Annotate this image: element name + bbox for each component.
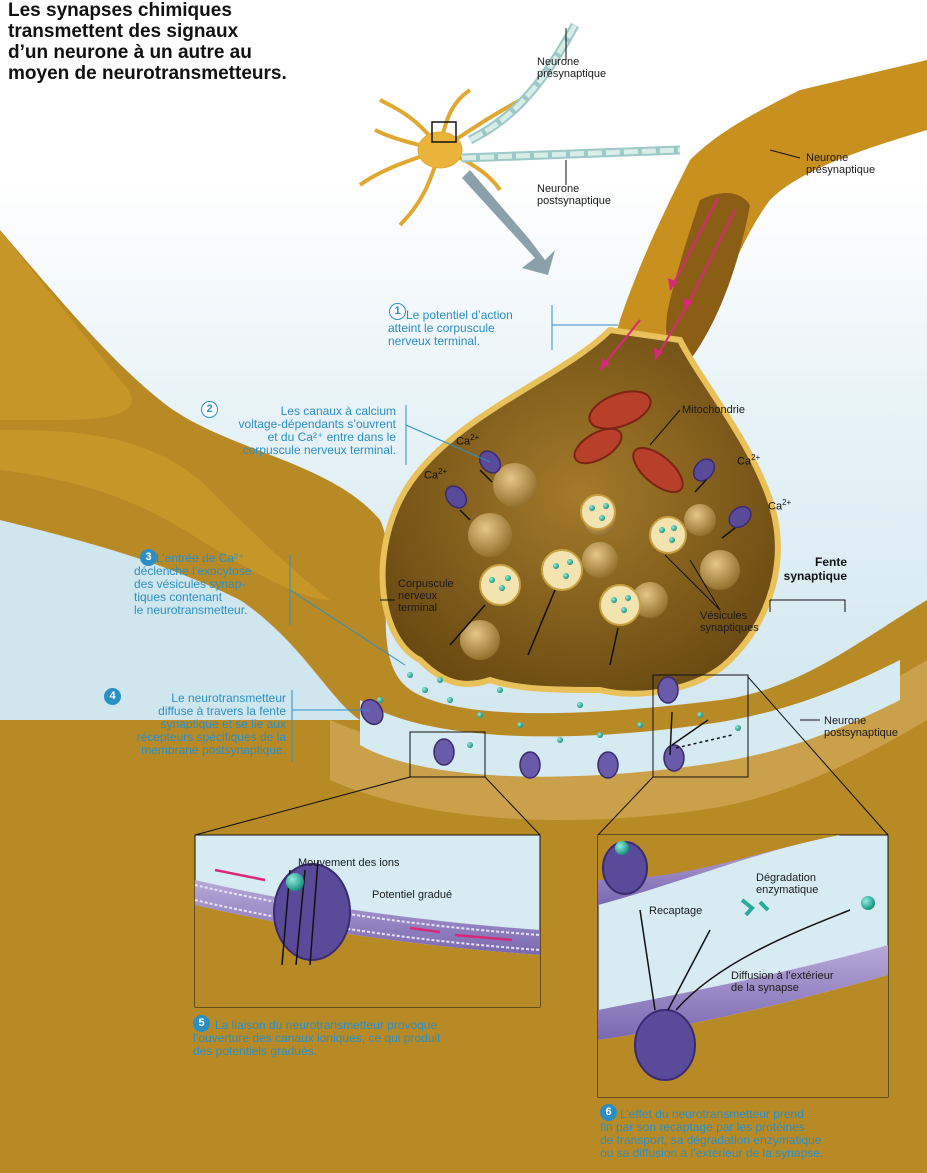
step-3-number: 3: [140, 549, 157, 566]
label-diffusion: Diffusion à l’extérieur de la synapse: [731, 970, 834, 994]
left-dendrite: [0, 230, 132, 420]
inset-right: [597, 834, 889, 1098]
ca-label: Ca2+: [737, 453, 761, 468]
cleft-neurotransmitters: [377, 672, 741, 748]
label-mitochondria: Mitochondrie: [682, 404, 745, 416]
label-postsynaptic: Neurone postsynaptique: [824, 715, 898, 739]
transporter-bottom: [634, 1009, 696, 1081]
label-reuptake: Recaptage: [649, 905, 703, 917]
label-enzymatic-degradation: Dégradation enzymatique: [756, 872, 819, 896]
mitochondrion: [588, 390, 652, 430]
label-presynaptic: Neurone présynaptique: [806, 152, 876, 176]
vesicle-neurotransmitters: [489, 503, 677, 613]
presynaptic-axon-small: [467, 22, 579, 145]
step-5-number: 5: [193, 1015, 210, 1032]
postsynaptic-membrane: [330, 660, 927, 820]
inset-left: [194, 834, 541, 1008]
neuron-overview: [358, 88, 531, 227]
step-3-text: L’entrée de Ca²⁺ déclenche l’exocytose d…: [134, 551, 252, 617]
ca-label: Ca2+: [768, 498, 792, 513]
label-presynaptic-small: Neurone présynaptique: [537, 56, 607, 80]
step-2-text: Les canaux à calcium voltage-dépendants …: [238, 404, 396, 457]
label-postsynaptic-small: Neurone postsynaptique: [537, 183, 611, 207]
ca-label: Ca2+: [456, 433, 480, 448]
step-6-number: 6: [600, 1104, 617, 1121]
label-vesicles: Vésicules synaptiques: [700, 610, 759, 634]
step-4-number: 4: [104, 688, 121, 705]
step-5-text: La liaison du neurotransmetteur provoque…: [193, 1018, 441, 1058]
ca-label: Ca2+: [424, 467, 448, 482]
step-6-text: L’effet du neurotransmetteur prend fin p…: [600, 1107, 824, 1160]
step-4-text: Le neurotransmetteur diffuse à travers l…: [136, 691, 286, 757]
label-terminal: Corpuscule nerveux terminal: [398, 578, 454, 614]
label-graded-potential: Potentiel gradué: [372, 889, 453, 901]
step-1-number: 1: [389, 303, 406, 320]
page-title: Les synapses chimiques transmettent des …: [8, 0, 287, 84]
zoom-arrow: [462, 170, 555, 275]
label-synaptic-cleft: Fente synaptique: [783, 555, 847, 583]
postsynaptic-receptors: [360, 676, 685, 779]
step-2-number: 2: [201, 401, 218, 418]
step-1-text: Le potentiel d’action atteint le corpusc…: [388, 308, 513, 348]
label-ion-movement: Mouvement des ions: [298, 857, 400, 869]
synaptic-cleft: [360, 660, 900, 777]
